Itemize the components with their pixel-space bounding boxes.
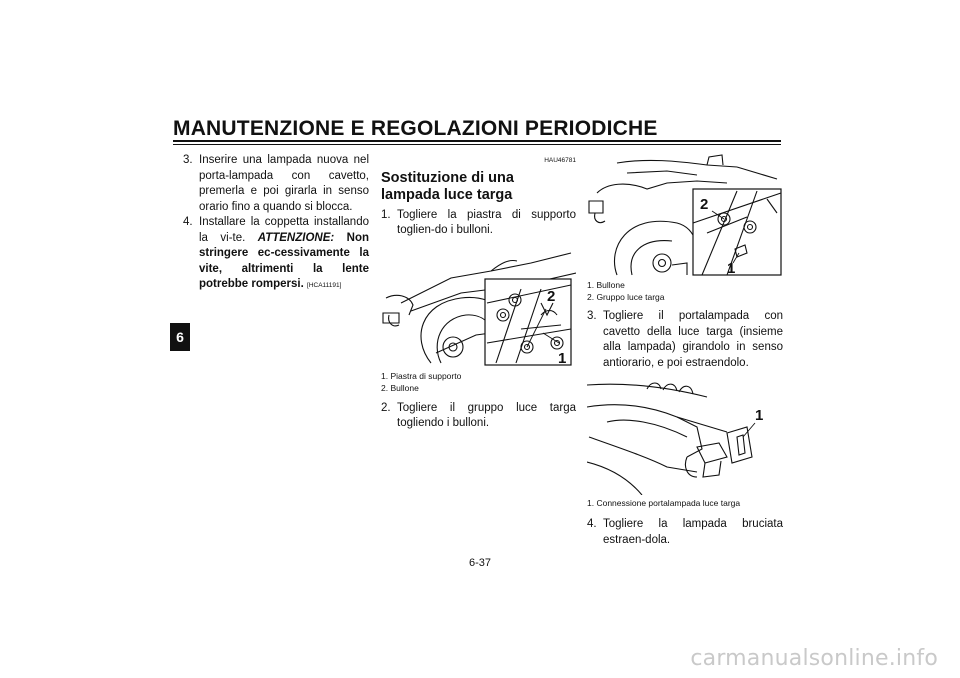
caution-label: ATTENZIONE: — [257, 231, 335, 244]
plate-light-socket-illustration: 1 — [587, 382, 763, 495]
section-code: HAU46781 — [544, 157, 576, 164]
step-4-install-cover: 4. Installare la coppetta installando la… — [183, 215, 369, 294]
figure-callout-1: 1 — [558, 350, 566, 367]
page-header-title: MANUTENZIONE E REGOLAZIONI PERIODICHE — [173, 117, 658, 140]
section-title: Sostituzione di una lampada luce targa — [381, 169, 514, 203]
column-left: 3. Inserire una lampada nuova nel porta-… — [183, 153, 369, 294]
motorcycle-rear-illustration: 2 1 — [382, 251, 576, 367]
step-text: Togliere il portalampada con cavetto del… — [603, 310, 783, 369]
figure-caption-2: 2. Gruppo luce targa — [587, 292, 665, 302]
step-text: Inserire una lampada nuova nel porta-lam… — [199, 154, 369, 213]
figure-callout-1: 1 — [755, 407, 763, 424]
header-rule-thin — [173, 144, 781, 145]
figure-support-plate: 2 1 — [381, 243, 576, 367]
figure-plate-light-assembly: 2 1 — [587, 153, 783, 276]
step-number: 4. — [587, 518, 597, 530]
step-text: Togliere il gruppo luce targa togliendo … — [397, 401, 576, 430]
step-2-remove-plate-light: 2. Togliere il gruppo luce targa toglien… — [381, 401, 576, 432]
motorcycle-rear-detail-illustration: 2 1 — [588, 154, 782, 276]
caution-code: [HCA11191] — [307, 282, 342, 289]
column-right: 2 1 1. Bullone 2. Gruppo luce targa 3. T… — [587, 153, 783, 548]
step-3-insert-bulb: 3. Inserire una lampada nuova nel porta-… — [183, 153, 369, 215]
caution-text: Non stringere ec-cessivamente la vite, a… — [199, 231, 369, 291]
step-number: 3. — [183, 154, 193, 166]
figure-caption-1: 1. Connessione portalampada luce targa — [587, 498, 741, 508]
figure-callout-1: 1 — [727, 260, 735, 276]
figure-caption-2: 2. Bullone — [381, 382, 419, 393]
step-1-remove-bracket: 1. Togliere la piastra di supporto togli… — [381, 208, 576, 239]
figure-socket-connection: 1 — [587, 377, 783, 495]
column-middle: HAU46781 Sostituzione di una lampada luc… — [381, 153, 576, 432]
figure-caption-1: 1. Bullone — [587, 280, 625, 290]
step-text: Installare la coppetta installando la vi… — [199, 215, 369, 294]
step-text: Togliere la lampada bruciata estraen-dol… — [603, 518, 783, 546]
figure-callout-2: 2 — [547, 288, 555, 305]
step-text-pre: Installare la coppetta installando la vi… — [199, 216, 369, 244]
step-number: 3. — [587, 310, 597, 322]
step-text: Togliere la piastra di supporto toglien-… — [397, 208, 576, 237]
watermark: carmanualsonline.info — [690, 646, 938, 671]
step-number: 1. — [381, 208, 391, 221]
step-3-remove-socket: 3. Togliere il portalampada con cavetto … — [587, 309, 783, 371]
step-number: 4. — [183, 216, 193, 228]
step-number: 2. — [381, 401, 391, 414]
header-rule — [173, 140, 781, 142]
figure-callout-2: 2 — [700, 196, 708, 213]
step-4-remove-bulb: 4. Togliere la lampada bruciata estraen-… — [587, 517, 783, 548]
page-number: 6-37 — [468, 557, 492, 569]
figure-caption-1: 1. Piastra di supporto — [381, 370, 462, 381]
section-tab: 6 — [170, 323, 190, 351]
